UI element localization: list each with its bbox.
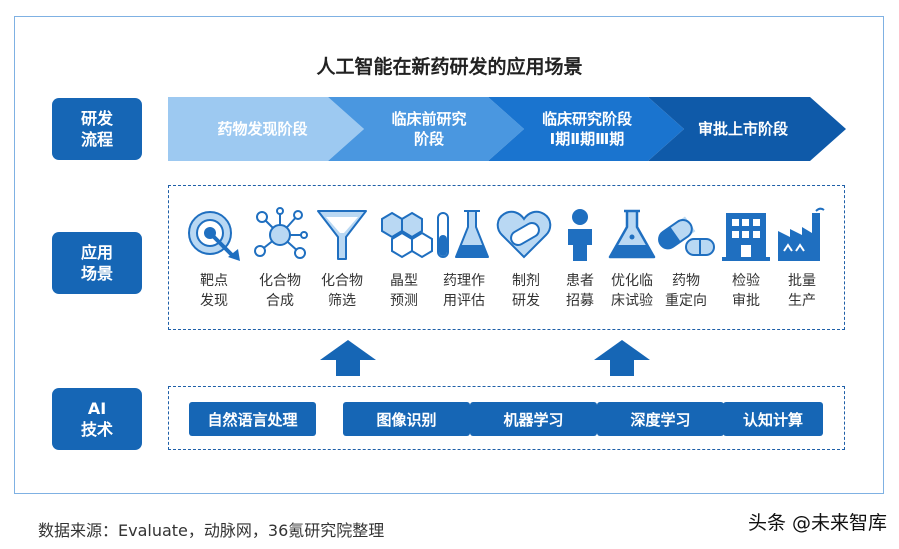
scenario-label: 患者 招募 xyxy=(566,273,594,309)
tech-nlp: 自然语言处理 xyxy=(189,402,316,436)
pill-icon xyxy=(658,216,715,256)
tech-cognitive-computing: 认知计算 xyxy=(723,402,823,436)
stage-arrow-1 xyxy=(168,97,364,161)
scenario-formulation: 制剂 研发 xyxy=(496,207,556,311)
scenario-label: 靶点 发现 xyxy=(200,273,228,309)
scenario-label: 晶型 预测 xyxy=(390,273,418,309)
stage-arrows xyxy=(168,97,846,161)
molecule-icon xyxy=(254,207,308,259)
scenario-optimize-trial: 优化临 床试验 xyxy=(600,207,664,311)
scenario-label: 药物 重定向 xyxy=(665,273,707,309)
up-arrow-left xyxy=(320,340,376,376)
diagram-title: 人工智能在新药研发的应用场景 xyxy=(316,56,583,78)
stage-arrow-3 xyxy=(488,97,684,161)
scenario-box xyxy=(168,185,845,330)
scenario-label: 批量 生产 xyxy=(788,273,816,309)
tech-image-recognition: 图像识别 xyxy=(343,402,470,436)
side-label-technology: AI 技术 xyxy=(52,388,142,450)
scenario-label: 优化临 床试验 xyxy=(611,273,653,309)
tech-machine-learning: 机器学习 xyxy=(470,402,597,436)
hexagon-crystal-icon xyxy=(381,211,433,259)
scenario-label: 化合物 筛选 xyxy=(321,273,363,309)
side-label-application: 应用 场景 xyxy=(52,232,142,294)
person-icon xyxy=(568,209,592,261)
building-icon xyxy=(722,213,770,261)
data-source-note: 数据来源：Evaluate，动脉网，36氪研究院整理 xyxy=(38,521,385,540)
up-arrow-right xyxy=(594,340,650,376)
stage-label-2: 临床前研究 阶段 xyxy=(391,110,467,148)
flask-tube-icon xyxy=(437,210,489,258)
target-icon xyxy=(188,211,240,261)
scenario-crystal-prediction: 晶型 预测 xyxy=(374,207,434,311)
scenario-compound-synthesis: 化合物 合成 xyxy=(250,207,310,311)
scenario-label: 检验 审批 xyxy=(732,273,760,309)
beaker-icon xyxy=(608,209,656,259)
stage-label-1: 药物发现阶段 xyxy=(217,120,308,138)
stage-label-4: 审批上市阶段 xyxy=(697,120,788,138)
scenario-drug-repurposing: 药物 重定向 xyxy=(656,207,716,311)
scenario-label: 药理作 用评估 xyxy=(443,273,485,309)
scenario-target: 靶点 发现 xyxy=(184,207,244,311)
scenario-mass-production: 批量 生产 xyxy=(772,207,832,311)
factory-icon xyxy=(778,207,825,261)
stage-arrow-4 xyxy=(648,97,846,161)
technology-box xyxy=(168,386,845,450)
stage-arrow-2 xyxy=(328,97,524,161)
scenario-compound-screening: 化合物 筛选 xyxy=(312,207,372,311)
scenario-patient-recruitment: 患者 招募 xyxy=(550,207,610,311)
scenario-inspection-approval: 检验 审批 xyxy=(716,207,776,311)
scenario-label: 化合物 合成 xyxy=(259,273,301,309)
watermark: 头条 @未来智库 xyxy=(747,512,887,534)
stage-label-3: 临床研究阶段 Ⅰ期Ⅱ期Ⅲ期 xyxy=(541,110,632,148)
funnel-icon xyxy=(317,210,367,260)
capsule-icon xyxy=(496,210,552,259)
tech-deep-learning: 深度学习 xyxy=(597,402,724,436)
side-label-process: 研发 流程 xyxy=(52,98,142,160)
scenario-label: 制剂 研发 xyxy=(512,273,540,309)
scenario-pharmacology: 药理作 用评估 xyxy=(434,207,494,311)
